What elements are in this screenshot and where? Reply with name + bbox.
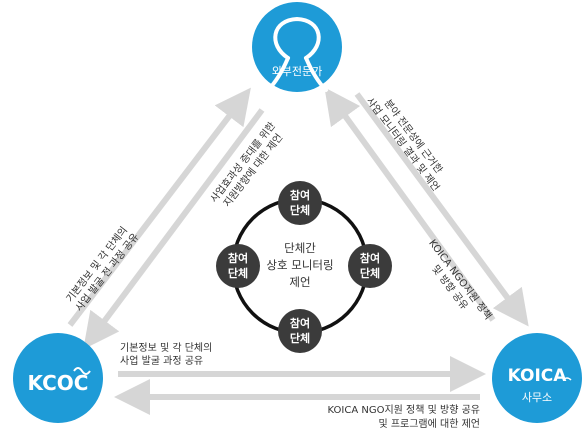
participant-bottom: 참여 단체 [278, 309, 322, 353]
koica-swoosh-icon [562, 377, 572, 381]
koica-logo: KOICA [508, 366, 568, 386]
bottom-lower-label-1: KOICA NGO지원 정책 및 방향 공유 [328, 404, 480, 416]
svg-text:참여: 참여 [228, 251, 248, 265]
arrows [67, 87, 529, 415]
svg-text:참여: 참여 [360, 251, 380, 265]
svg-text:단체: 단체 [360, 266, 380, 280]
svg-text:참여: 참여 [290, 188, 310, 202]
participant-top: 참여 단체 [278, 181, 322, 225]
svg-text:단체: 단체 [228, 266, 248, 280]
bottom-lower-label-2: 및 프로그램에 대한 제언 [378, 418, 480, 430]
arrow-koica-to-expert [324, 87, 496, 322]
arrow-kcoc-to-expert [67, 87, 251, 327]
kcoc-wave-icon [73, 367, 91, 375]
koica-node: KOICA 사무소 [492, 333, 582, 423]
center-line-1: 단체간 [284, 241, 316, 255]
expert-icon [266, 16, 328, 92]
expert-node: 외부전문가 [252, 2, 342, 92]
svg-text:참여: 참여 [290, 316, 310, 330]
svg-text:단체: 단체 [290, 203, 310, 217]
participant-left: 참여 단체 [216, 244, 260, 288]
center-line-2: 상호 모니터링 [266, 258, 333, 272]
arrow-expert-to-kcoc [83, 108, 265, 350]
kcoc-logo: KCOC [28, 371, 89, 395]
svg-text:단체: 단체 [290, 331, 310, 345]
right-outer-label-2: 사업 모니터링 결과 및 제언 [364, 95, 443, 194]
bottom-upper-label-1: 기본정보 및 각 단체의 [120, 342, 212, 354]
kcoc-node: KCOC [13, 333, 103, 423]
expert-name: 외부전문가 [272, 65, 323, 78]
center-line-3: 제언 [289, 275, 310, 289]
mutual-monitoring: 단체간 상호 모니터링 제언 참여 단체 참여 단체 참여 단체 참여 단체 [216, 181, 392, 353]
participant-right: 참여 단체 [348, 244, 392, 288]
bottom-upper-label-2: 사업 발굴 과정 공유 [120, 354, 203, 367]
koica-office-name: 사무소 [522, 391, 552, 404]
arrow-expert-to-koica [354, 92, 529, 327]
